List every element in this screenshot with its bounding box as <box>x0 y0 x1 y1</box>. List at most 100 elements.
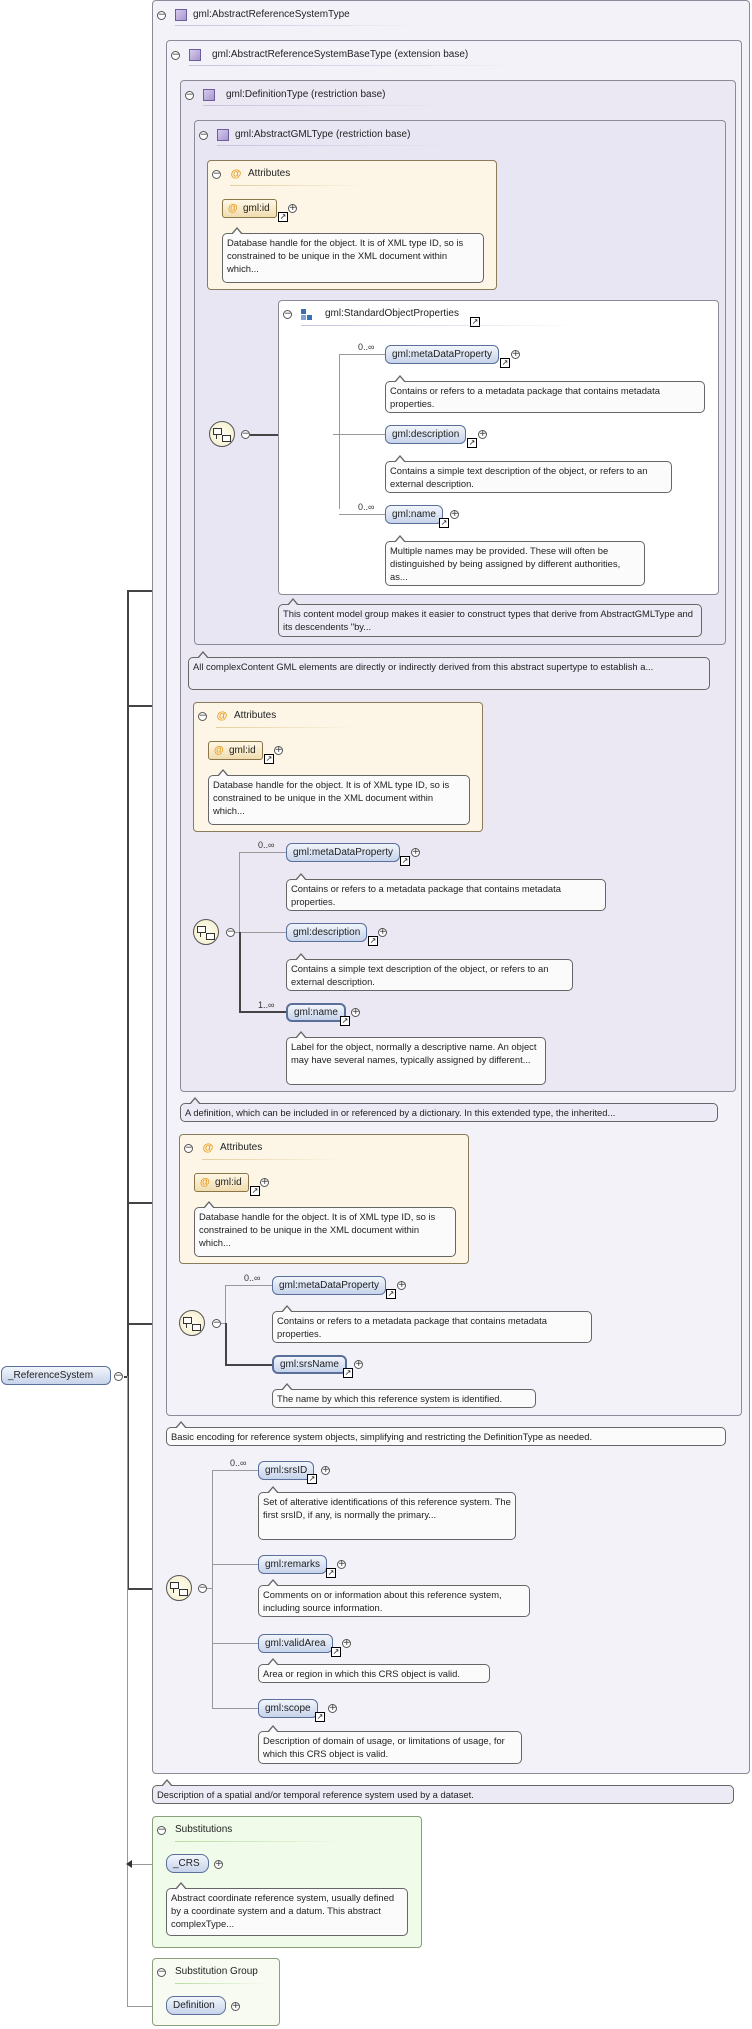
gml-id-annotation: Database handle for the object. It is of… <box>194 1201 456 1257</box>
seq-connector <box>207 1588 212 1589</box>
expand-toggle[interactable]: + <box>378 927 387 937</box>
reference-system-root-element[interactable]: _ReferenceSystem <box>1 1366 111 1385</box>
title-separator <box>175 25 425 26</box>
sequence-icon <box>166 1575 192 1601</box>
collapse-toggle[interactable]: − <box>199 130 208 140</box>
expand-toggle[interactable]: + <box>450 509 459 519</box>
collapse-toggle[interactable]: − <box>171 50 180 60</box>
gml-id-annotation: Database handle for the object. It is of… <box>208 769 470 825</box>
complex-type-icon <box>175 9 187 21</box>
gml-id-annotation: Database handle for the object. It is of… <box>222 227 484 283</box>
collapse-toggle[interactable]: − <box>212 169 221 179</box>
gml-srsid-element[interactable]: gml:srsID <box>258 1461 315 1480</box>
gml-name-element[interactable]: gml:name <box>385 505 443 524</box>
collapse-toggle[interactable]: − <box>283 309 292 319</box>
spine-to-sg <box>127 2006 169 2007</box>
attribute-icon: @ <box>202 1142 214 1154</box>
gml-description-element[interactable]: gml:description <box>286 923 368 942</box>
link-icon[interactable]: ↗ <box>386 1289 396 1299</box>
link-icon[interactable]: ↗ <box>368 936 378 946</box>
collapse-toggle[interactable]: − <box>157 1825 166 1835</box>
expand-toggle[interactable]: + <box>478 429 487 439</box>
link-icon[interactable]: ↗ <box>264 754 274 764</box>
crs-element[interactable]: _CRS <box>166 1854 209 1873</box>
gml-srsname-element[interactable]: gml:srsName <box>272 1355 347 1374</box>
expand-toggle[interactable]: + <box>397 1280 406 1290</box>
title-separator <box>175 1841 345 1842</box>
validarea-annotation: Area or region in which this CRS object … <box>258 1658 490 1683</box>
branch-name <box>239 1011 286 1013</box>
collapse-toggle[interactable]: − <box>241 429 250 439</box>
expand-toggle[interactable]: + <box>342 1638 351 1648</box>
collapse-toggle[interactable]: − <box>114 1371 123 1381</box>
title-separator <box>175 1983 265 1984</box>
gml-name-element[interactable]: gml:name <box>286 1003 346 1022</box>
gml-scope-element[interactable]: gml:scope <box>258 1699 318 1718</box>
collapse-toggle[interactable]: − <box>226 927 235 937</box>
collapse-toggle[interactable]: − <box>212 1318 221 1328</box>
title-separator <box>230 185 370 186</box>
seq-connector <box>221 1323 226 1324</box>
expand-toggle[interactable]: + <box>354 1359 363 1369</box>
link-icon[interactable]: ↗ <box>439 518 449 528</box>
spine-to-subs <box>127 1864 154 1865</box>
link-icon[interactable]: ↗ <box>250 1186 260 1196</box>
link-icon[interactable]: ↗ <box>315 1712 325 1722</box>
link-icon[interactable]: ↗ <box>467 438 477 448</box>
gml-metadataproperty-element[interactable]: gml:metaDataProperty <box>286 843 401 862</box>
gml-id-attribute[interactable]: @gml:id <box>208 741 263 760</box>
expand-toggle[interactable]: + <box>337 1559 346 1569</box>
branch-desc <box>339 434 385 435</box>
gml-description-element[interactable]: gml:description <box>385 425 467 444</box>
attribute-label: gml:id <box>215 1177 242 1188</box>
gml-remarks-element[interactable]: gml:remarks <box>258 1555 328 1574</box>
link-icon[interactable]: ↗ <box>340 1016 350 1026</box>
expand-toggle[interactable]: + <box>260 1177 269 1187</box>
link-icon[interactable]: ↗ <box>470 317 480 327</box>
gml-validarea-element[interactable]: gml:validArea <box>258 1634 333 1653</box>
collapse-toggle[interactable]: − <box>184 1143 193 1153</box>
collapse-toggle[interactable]: − <box>157 10 166 20</box>
sequence-icon <box>179 1310 205 1336</box>
collapse-toggle[interactable]: − <box>198 1583 207 1593</box>
link-icon[interactable]: ↗ <box>500 358 510 368</box>
link-icon[interactable]: ↗ <box>278 212 288 222</box>
branch-meta <box>225 1285 272 1286</box>
link-icon[interactable]: ↗ <box>331 1647 341 1657</box>
expand-toggle[interactable]: + <box>288 203 297 213</box>
gml-id-attribute[interactable]: @gml:id <box>194 1173 249 1192</box>
expand-toggle[interactable]: + <box>231 2001 240 2011</box>
expand-toggle[interactable]: + <box>214 1859 223 1869</box>
collapse-toggle[interactable]: − <box>198 711 207 721</box>
attribute-icon: @ <box>216 710 228 722</box>
attribute-label: gml:id <box>229 745 256 756</box>
gml-metadataproperty-element[interactable]: gml:metaDataProperty <box>385 345 500 364</box>
base-type-annotation: Basic encoding for reference system obje… <box>166 1421 726 1446</box>
gml-metadataproperty-element[interactable]: gml:metaDataProperty <box>272 1276 387 1295</box>
type-title: gml:DefinitionType (restriction base) <box>226 89 386 100</box>
expand-toggle[interactable]: + <box>351 1007 360 1017</box>
root-spine <box>127 590 129 1588</box>
collapse-toggle[interactable]: − <box>185 90 194 100</box>
expand-toggle[interactable]: + <box>328 1703 337 1713</box>
collapse-toggle[interactable]: − <box>157 1967 166 1977</box>
gml-id-attribute[interactable]: @gml:id <box>222 199 277 218</box>
expand-toggle[interactable]: + <box>321 1465 330 1475</box>
link-icon[interactable]: ↗ <box>343 1368 353 1378</box>
link-icon[interactable]: ↗ <box>326 1568 336 1578</box>
expand-toggle[interactable]: + <box>511 349 520 359</box>
branch-scope <box>212 1708 258 1709</box>
spine-to-seqR <box>127 1588 167 1590</box>
root-connector <box>124 1376 128 1378</box>
sequence-icon <box>193 919 219 945</box>
type-title: gml:AbstractReferenceSystemType <box>193 9 350 20</box>
branch-srs <box>225 1364 272 1366</box>
reference-system-type-annotation: Description of a spatial and/or temporal… <box>152 1779 734 1804</box>
group-icon <box>301 309 313 321</box>
link-icon[interactable]: ↗ <box>307 1474 317 1484</box>
link-icon[interactable]: ↗ <box>400 856 410 866</box>
branch-remarks <box>212 1564 258 1565</box>
definition-element[interactable]: Definition <box>166 1996 226 2015</box>
expand-toggle[interactable]: + <box>411 847 420 857</box>
expand-toggle[interactable]: + <box>274 745 283 755</box>
